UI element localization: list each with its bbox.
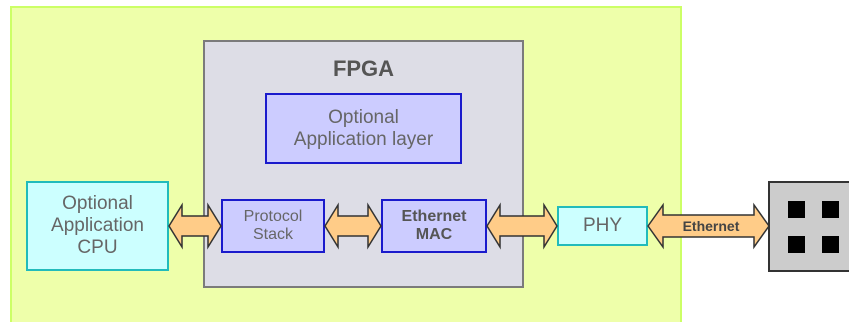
ethernet-mac-block: Ethernet MAC	[381, 199, 487, 253]
ethernet-mac-line2: MAC	[415, 226, 453, 243]
port-pin	[788, 201, 805, 218]
fpga-title: FPGA	[332, 56, 395, 81]
cpu-stack-arrow	[168, 202, 222, 250]
application-cpu-block: Optional Application CPU	[26, 181, 169, 271]
protocol-stack-line1: Protocol	[243, 207, 303, 225]
ethernet-link-label: Ethernet	[682, 218, 740, 234]
application-layer-line2: Application layer	[293, 128, 434, 150]
rj45-port-icon	[768, 181, 849, 272]
protocol-stack-line2: Stack	[252, 226, 293, 243]
mac-phy-arrow	[486, 202, 558, 250]
phy-label: PHY	[582, 215, 623, 237]
cpu-line3: CPU	[77, 236, 118, 258]
port-pin	[788, 236, 805, 253]
application-layer-line1: Optional	[328, 106, 399, 128]
port-pin	[822, 236, 839, 253]
cpu-line2: Application	[51, 215, 144, 237]
port-pin	[822, 201, 839, 218]
ethernet-mac-line1: Ethernet	[401, 207, 467, 225]
application-layer-block: Optional Application layer	[265, 93, 462, 164]
stack-mac-arrow	[324, 202, 382, 250]
phy-block: PHY	[557, 206, 648, 246]
cpu-line1: Optional	[62, 193, 133, 215]
protocol-stack-block: Protocol Stack	[221, 199, 325, 253]
